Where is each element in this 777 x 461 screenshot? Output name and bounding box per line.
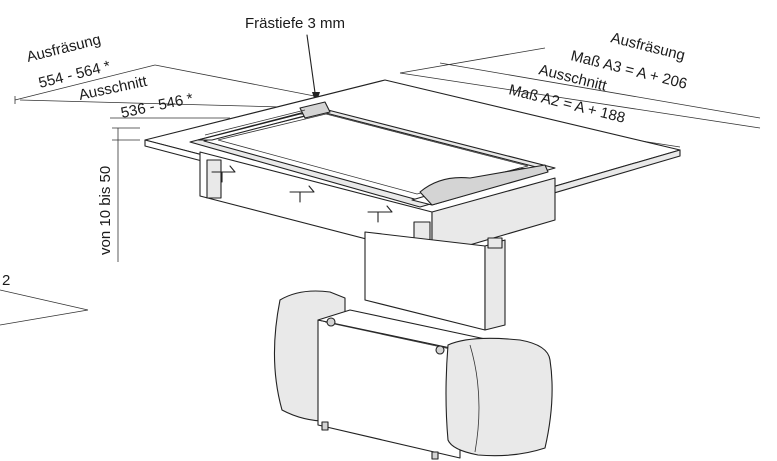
duct	[364, 231, 506, 331]
motor-unit	[273, 290, 553, 460]
vent-flap-back	[197, 101, 331, 141]
dim-left-milling-leader	[154, 64, 336, 101]
milling-depth-label: Frästiefe 3 mm	[245, 15, 345, 32]
motor-box-edge	[324, 321, 456, 351]
thickness-label: von 10 bis 50	[97, 166, 114, 255]
duct-connector	[487, 237, 503, 249]
motor-right-seam	[469, 344, 480, 453]
dim-partial-b	[0, 309, 89, 326]
front-flap-curve	[419, 164, 549, 206]
duct-front	[364, 231, 486, 331]
dim-left-cutout	[19, 99, 321, 109]
vent-flap-front	[411, 164, 549, 206]
left-milling-title: Ausfräsung	[25, 31, 103, 66]
dim-left-milling	[14, 64, 156, 101]
clamp-3	[367, 205, 393, 223]
clamp-1	[211, 165, 236, 183]
cooktop-inner-edge	[217, 113, 529, 195]
housing-left-bracket	[206, 159, 222, 199]
milling-depth-leader	[306, 34, 317, 101]
left-cutout-value: 536 - 546 *	[119, 90, 194, 122]
mounting-clamps	[211, 165, 393, 223]
dim-right-milling-leader	[399, 47, 546, 74]
partial-label: 2	[2, 272, 10, 289]
motor-knob-right	[435, 345, 445, 355]
duct-side	[484, 239, 506, 331]
back-flap-handle	[299, 101, 331, 119]
under-housing	[199, 151, 556, 257]
motor-right-housing	[445, 337, 553, 457]
back-flap-line	[204, 109, 306, 136]
dim-right-milling-upper	[439, 62, 761, 119]
motor-knob-left	[326, 317, 336, 327]
motor-foot-2	[431, 451, 439, 460]
dim-right-milling	[399, 72, 761, 129]
dim-partial-a	[0, 289, 89, 311]
motor-foot-1	[321, 421, 329, 431]
clamp-2	[289, 185, 315, 203]
